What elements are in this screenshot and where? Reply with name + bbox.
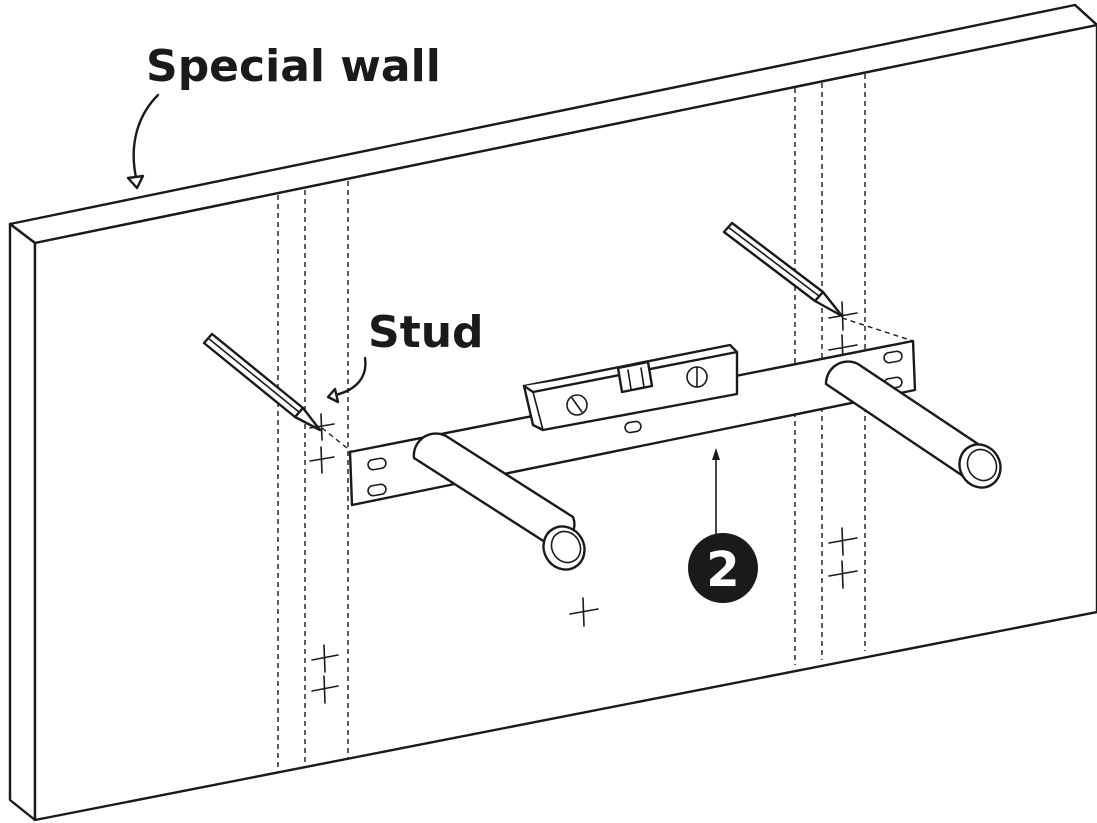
pencil-left [202,332,322,432]
stud-arrow [326,356,367,404]
part-arrow [712,448,720,541]
stud-left [277,181,349,772]
part-number-badge: 2 [688,533,758,603]
wall-label: Special wall [146,41,441,92]
spirit-level [522,343,739,432]
part-number: 2 [706,542,739,598]
rod-right [824,360,1002,489]
mark [828,527,858,556]
rod-left [412,432,586,571]
mark [309,446,335,474]
mark [311,675,339,704]
stud-label: Stud [368,307,484,358]
mark [828,560,858,589]
pencil-right [722,221,844,318]
mark [311,644,339,673]
mark [569,597,599,627]
wall-arrow [126,93,160,190]
